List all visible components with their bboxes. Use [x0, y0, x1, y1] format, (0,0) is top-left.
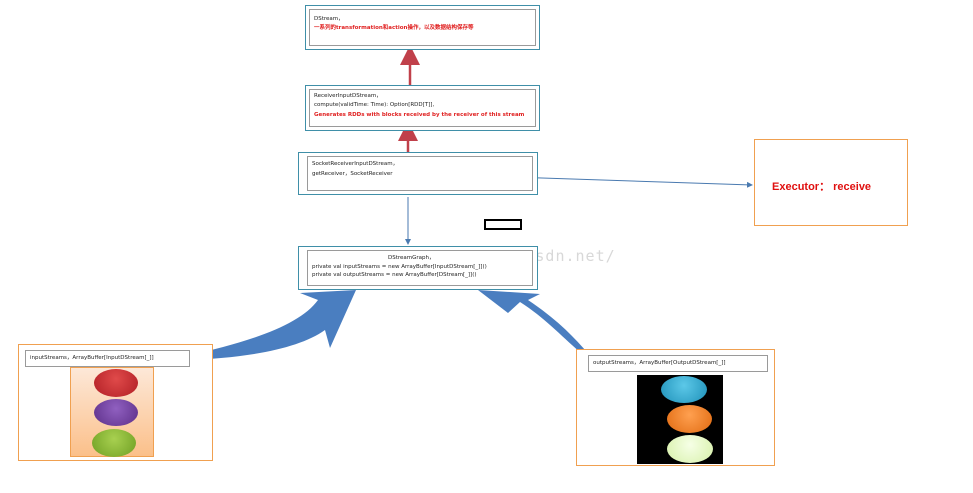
input-streams-label: inputStreams，ArrayBuffer[InputDStream[_]…	[30, 355, 154, 361]
input-streams-panel	[70, 367, 154, 457]
big-arrow-output-to-graph	[478, 290, 586, 352]
output-streams-label-box: outputStreams，ArrayBuffer[OutputDStream[…	[588, 355, 768, 372]
receiver-input-inner: ReceiverInputDStream， compute(validTime:…	[309, 89, 536, 127]
output-streams-label: outputStreams，ArrayBuffer[OutputDStream[…	[593, 360, 726, 366]
output-stream-circle-lightgreen	[667, 435, 713, 463]
receiver-input-dstream-node: ReceiverInputDStream， compute(validTime:…	[305, 85, 540, 131]
dstream-graph-inputs: private val inputStreams = new ArrayBuff…	[312, 264, 487, 270]
input-streams-label-box: inputStreams，ArrayBuffer[InputDStream[_]…	[25, 350, 190, 367]
dstream-graph-node: DStreamGraph， private val inputStreams =…	[298, 246, 538, 290]
dstream-node: DStream， 一系列的transformation和action操作，以及数…	[305, 5, 540, 50]
output-stream-circle-blue	[661, 376, 707, 403]
receiver-input-compute: compute(validTime: Time): Option[RDD[T]]…	[314, 102, 435, 108]
input-stream-circle-purple	[94, 399, 138, 426]
input-stream-circle-green	[92, 429, 136, 457]
dstream-title: DStream，	[314, 16, 344, 22]
output-stream-circle-orange	[667, 405, 712, 433]
executor-label: Executor： receive	[772, 181, 872, 193]
small-marker-rect	[484, 219, 522, 230]
output-streams-container: outputStreams，ArrayBuffer[OutputDStream[…	[576, 349, 775, 466]
dstream-description: 一系列的transformation和action操作，以及数据结构保存等	[314, 25, 474, 31]
input-stream-circle-red	[94, 369, 138, 397]
receiver-input-title: ReceiverInputDStream，	[314, 93, 382, 99]
receiver-input-description: Generates RDDs with blocks received by t…	[314, 112, 525, 118]
dstream-graph-inner: DStreamGraph， private val inputStreams =…	[307, 250, 533, 286]
dstream-inner: DStream， 一系列的transformation和action操作，以及数…	[309, 9, 536, 46]
input-streams-container: inputStreams，ArrayBuffer[InputDStream[_]…	[18, 344, 213, 461]
socket-receiver-inner: SocketReceiverInputDStream， getReceiver，…	[307, 156, 533, 191]
dstream-graph-outputs: private val outputStreams = new ArrayBuf…	[312, 272, 477, 278]
socket-receiver-title: SocketReceiverInputDStream，	[312, 161, 399, 167]
big-arrow-input-to-graph	[186, 290, 356, 360]
output-streams-panel	[637, 375, 723, 464]
socket-receiver-get: getReceiver，SocketReceiver	[312, 171, 393, 177]
socket-receiver-node: SocketReceiverInputDStream， getReceiver，…	[298, 152, 538, 195]
executor-node: Executor： receive	[754, 139, 908, 226]
dstream-graph-title: DStreamGraph，	[388, 255, 435, 261]
